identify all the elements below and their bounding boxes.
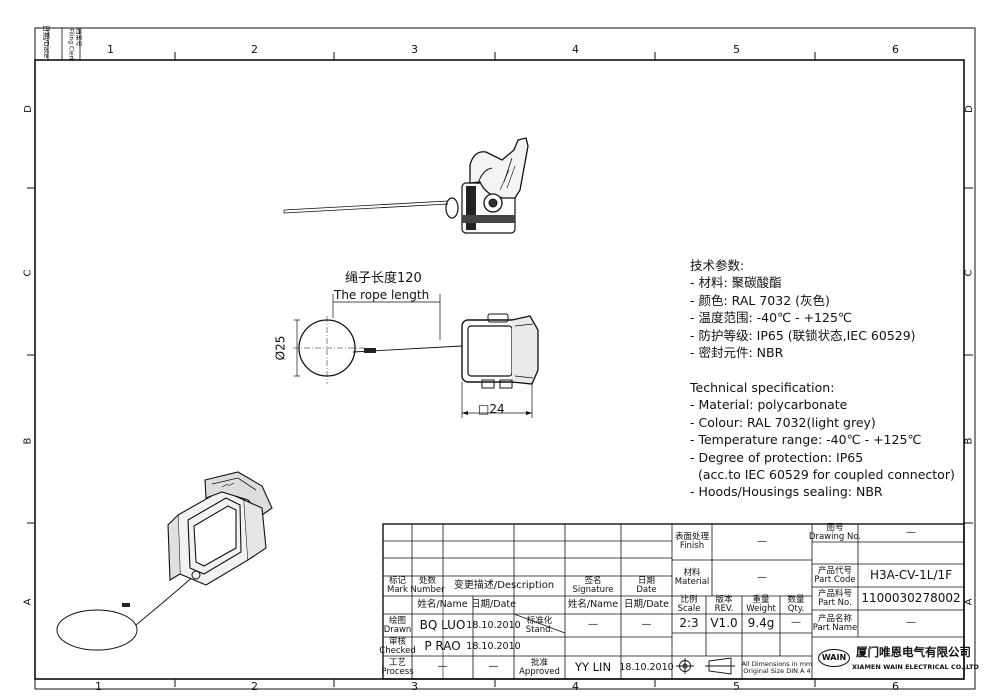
col-number-bottom-3: 3 (411, 680, 418, 693)
qty-value: — (791, 617, 801, 629)
tech-spec-cn-line: - 温度范围: -40℃ - +125℃ (690, 310, 852, 326)
checked-name: P RAO (424, 639, 461, 654)
drawn-date: 18.10.2010 (466, 619, 521, 631)
tech-spec-en-line: - Material: polycarbonate (690, 397, 848, 413)
row-letter-d-right: D (963, 105, 975, 113)
tech-spec-cn-line: - 颜色: RAL 7032 (灰色) (690, 292, 830, 308)
weight-value: 9.4g (747, 616, 775, 631)
tech-spec-cn-line: - 材料: 聚碳酸酯 (690, 275, 782, 291)
tech-spec-en-title: Technical specification: (690, 380, 835, 395)
rev-value: V1.0 (710, 616, 738, 631)
drawing-no-value: — (906, 526, 916, 538)
row-letter-d: D (22, 105, 34, 113)
rope-length-cn: 绳子长度120 (345, 271, 422, 286)
drawn-name: BQ LUO (419, 618, 466, 633)
col-number-6: 6 (892, 43, 899, 56)
approved-name: YY LIN (574, 660, 612, 675)
approved-date: 18.10.2010 (619, 661, 674, 673)
col-number-3: 3 (411, 43, 418, 56)
company-name-cn: 厦门唯恩电气有限公司 (856, 645, 971, 659)
isometric-view (56, 471, 273, 651)
col-number-bottom-1: 1 (95, 680, 102, 693)
corner-date-label: 日期/Date (42, 24, 51, 59)
process-name: — (437, 661, 448, 673)
col-number-5: 5 (733, 43, 740, 56)
projection-symbol (676, 657, 735, 675)
tech-spec-cn-line: - 防护等级: IP65 (联锁状态,IEC 60529) (690, 327, 916, 343)
col-number-4: 4 (572, 43, 579, 56)
checked-date: 18.10.2010 (466, 640, 521, 652)
square-dim: □24 (478, 402, 505, 416)
title-block-lines (382, 523, 965, 680)
row-letter-b: B (22, 437, 34, 445)
tech-spec-en-line: - Colour: RAL 7032(light grey) (690, 414, 876, 430)
name-header-2: 姓名/Name (567, 599, 619, 611)
tech-spec-cn: 技术参数: - 材料: 聚碳酸酯 - 颜色: RAL 7032 (灰色) - 温… (690, 257, 916, 361)
tech-spec-cn-line: - 密封元件: NBR (690, 345, 784, 361)
side-view (283, 137, 529, 234)
col-number-2: 2 (251, 43, 258, 56)
process-date: — (488, 661, 499, 673)
company-name-en: XIAMEN WAIN ELECTRICAL CO.,LTD (852, 663, 979, 671)
col-number-bottom-5: 5 (733, 680, 740, 693)
date-header-2: 日期/Date (624, 599, 669, 611)
rope-length-en: The rope length (334, 288, 430, 302)
col-number-1: 1 (107, 43, 114, 56)
part-name-value: — (906, 617, 916, 629)
material-value: — (757, 571, 767, 583)
tech-spec-en-line: (acc.to IEC 60529 for coupled connector) (690, 467, 955, 483)
part-code-value: H3A-CV-1L/1F (869, 568, 953, 583)
tech-spec-en-line: - Degree of protection: IP65 (690, 449, 864, 465)
tech-spec-en-line: - Temperature range: -40℃ - +125℃ (690, 432, 922, 448)
rev-description-header: 变更描述/Description (453, 579, 555, 591)
col-number-bottom-6: 6 (892, 680, 899, 693)
col-number-bottom-4: 4 (572, 680, 579, 693)
row-letter-c-right: C (963, 269, 975, 277)
row-letter-a: A (22, 598, 34, 606)
tech-spec-en-line: - Hoods/Housings sealing: NBR (690, 484, 883, 500)
stand-value: — (588, 619, 598, 631)
tech-spec-en: Technical specification: - Material: pol… (690, 379, 955, 501)
stand-date: — (641, 619, 652, 631)
top-view (293, 294, 539, 418)
row-letter-c: C (22, 269, 34, 277)
ring-diameter-dim: Ø25 (273, 335, 288, 361)
col-number-bottom-2: 2 (251, 680, 258, 693)
finish-value: — (757, 535, 767, 547)
tech-spec-cn-title: 技术参数: (690, 258, 745, 273)
date-header: 日期/Date (471, 599, 516, 611)
row-letter-a-right: A (963, 598, 975, 606)
part-no-value: 1100030278002 (861, 591, 961, 606)
wain-logo: WAIN (818, 649, 850, 667)
name-header: 姓名/Name (417, 599, 468, 611)
scale-value: 2:3 (679, 616, 699, 631)
row-letter-b-right: B (963, 437, 975, 445)
